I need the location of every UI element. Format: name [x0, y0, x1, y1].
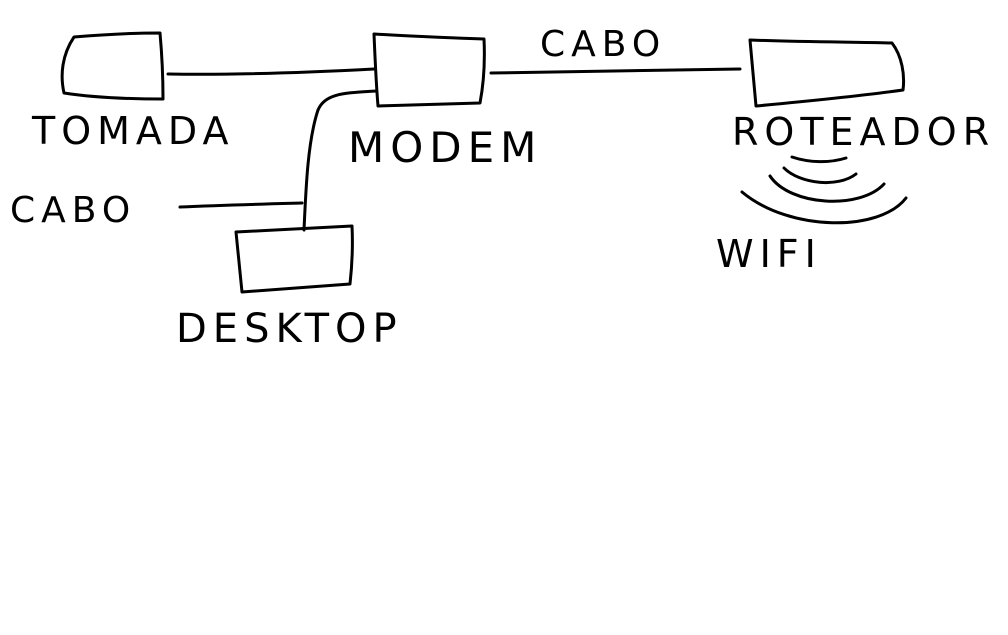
edge-tomada-modem: [166, 67, 376, 76]
node-tomada-box: [60, 31, 165, 101]
wifi-wave-4: [740, 190, 908, 225]
node-modem-box: [372, 32, 486, 108]
node-desktop: DESKTOP: [176, 224, 403, 352]
wifi-wave-2: [782, 166, 858, 185]
node-roteador-box: [748, 38, 906, 108]
edge-modem-roteador: CABO: [489, 24, 742, 75]
node-modem: MODEM: [348, 32, 542, 172]
edge-modem-roteador-label: CABO: [540, 24, 666, 65]
wifi-wave-1: [790, 155, 848, 164]
edge-modem-desktop: CABO: [10, 89, 378, 232]
node-roteador-label: ROTEADOR: [732, 110, 995, 154]
edge-modem-roteador-line: [489, 67, 742, 75]
wifi-wave-3: [768, 174, 886, 203]
node-modem-label: MODEM: [348, 123, 542, 172]
node-desktop-box: [234, 224, 354, 294]
node-roteador: ROTEADOR: [732, 38, 995, 154]
edge-cabo-pointer: [178, 201, 304, 209]
node-tomada: TOMADA: [31, 31, 235, 153]
edge-modem-desktop-label: CABO: [10, 190, 136, 231]
edge-modem-desktop-line: [302, 89, 378, 232]
node-desktop-label: DESKTOP: [176, 306, 403, 352]
wifi-signal: WIFI: [716, 155, 908, 276]
node-tomada-label: TOMADA: [31, 109, 235, 153]
wifi-label: WIFI: [716, 232, 822, 276]
